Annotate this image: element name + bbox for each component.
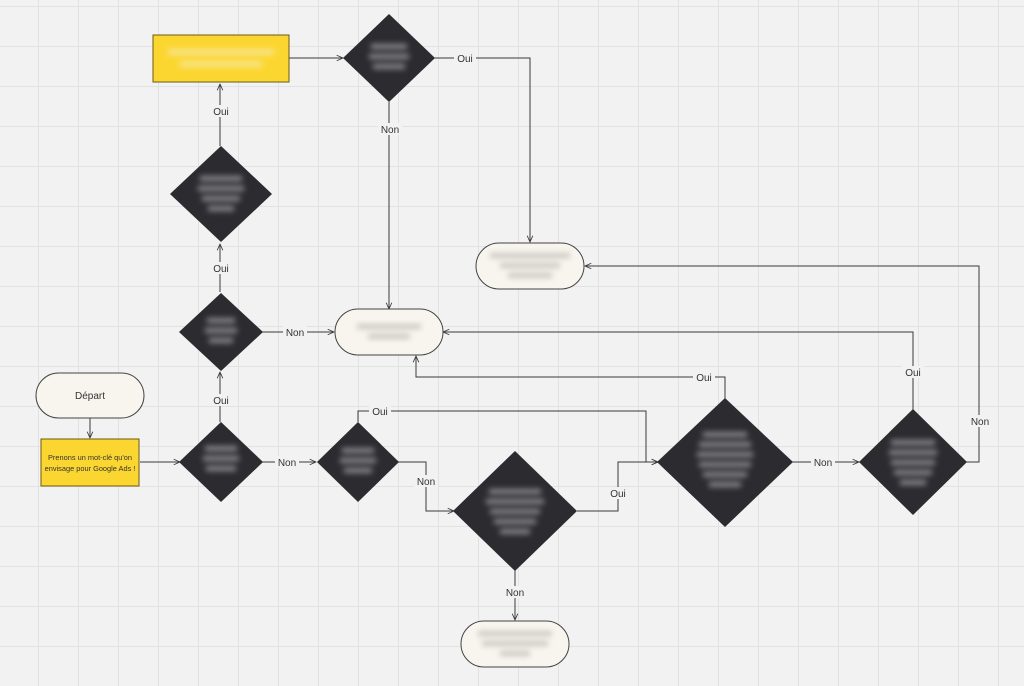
decision-node-d4[interactable] [343, 14, 435, 102]
label-d4-non: Non [381, 125, 399, 136]
start-label: Départ [75, 391, 105, 402]
start-node[interactable]: Départ [35, 372, 145, 419]
label-d4-oui: Oui [457, 54, 473, 65]
decision-node-d8[interactable] [859, 409, 967, 515]
terminal-node-t2[interactable] [475, 242, 585, 290]
label-d6-oui: Oui [610, 489, 626, 500]
decision-node-d7[interactable] [657, 398, 793, 527]
decision-node-d5[interactable] [317, 422, 399, 502]
label-d5-non: Non [417, 477, 435, 488]
label-d1-oui: Oui [213, 396, 229, 407]
label-d2-non: Non [286, 328, 304, 339]
terminal-node-t3[interactable] [460, 620, 570, 668]
edge-d5-to-d7 [357, 410, 658, 462]
first-step-line-2: envisage pour Google Ads ! [45, 464, 136, 473]
edge-d8-to-t2 [585, 266, 980, 463]
terminal-node-t1[interactable] [334, 308, 444, 356]
decision-node-d2[interactable] [179, 293, 263, 371]
first-step-line-1: Prenons un mot-clé qu'on [48, 453, 132, 462]
label-d8-non: Non [971, 417, 989, 428]
label-d5-oui: Oui [372, 407, 388, 418]
label-d2-oui: Oui [213, 264, 229, 275]
label-d7-non: Non [814, 458, 832, 469]
label-d1-non: Non [278, 458, 296, 469]
decision-node-d6[interactable] [453, 451, 577, 571]
edge-d6-to-d7 [577, 462, 658, 512]
edge-d8-to-t1 [443, 332, 914, 410]
process-node-top[interactable] [152, 34, 290, 83]
label-d8-oui: Oui [905, 368, 921, 379]
decision-node-d1[interactable] [179, 422, 263, 502]
label-d6-non: Non [506, 588, 524, 599]
edge-d7-to-t1 [416, 356, 726, 399]
process-node-first-step[interactable]: Prenons un mot-clé qu'on envisage pour G… [40, 438, 140, 487]
label-d3-oui: Oui [213, 107, 229, 118]
label-d7-oui: Oui [696, 373, 712, 384]
decision-node-d3[interactable] [170, 146, 272, 242]
edge-labels: Oui Oui Non Oui Oui Non Non Oui Non Oui … [210, 52, 992, 599]
edge-d4-to-t2 [434, 57, 530, 242]
